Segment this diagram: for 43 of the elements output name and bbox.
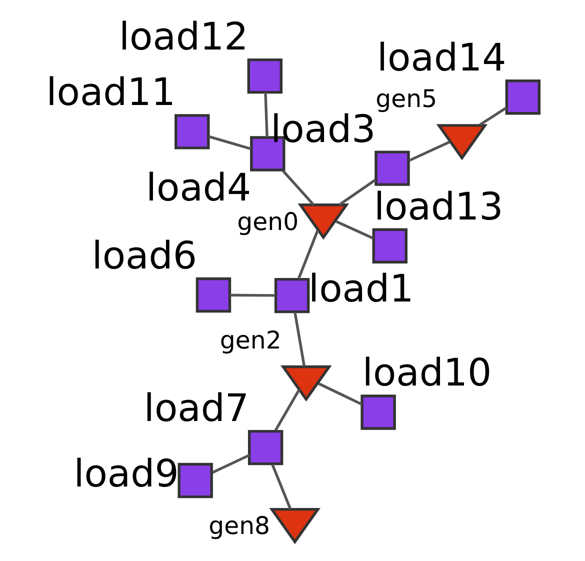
node-label: gen2 bbox=[220, 325, 282, 354]
connector bbox=[338, 178, 376, 206]
node-label: load12 bbox=[119, 14, 248, 59]
node-label: gen0 bbox=[237, 206, 299, 236]
connector bbox=[208, 135, 252, 150]
node-box bbox=[247, 58, 283, 94]
connector bbox=[212, 454, 250, 474]
node-box bbox=[505, 79, 541, 115]
connector bbox=[318, 382, 362, 406]
node-box bbox=[274, 278, 310, 314]
node-label: load10 bbox=[362, 350, 492, 395]
node-label: gen8 bbox=[208, 511, 270, 540]
node-triangle bbox=[269, 508, 321, 544]
connector bbox=[271, 464, 292, 510]
node-triangle bbox=[436, 124, 488, 160]
node-triangle bbox=[280, 365, 332, 402]
node-box bbox=[178, 462, 213, 498]
node-label: load7 bbox=[144, 386, 250, 430]
node-label: load1 bbox=[308, 266, 414, 311]
node-label: load3 bbox=[270, 106, 376, 151]
connector bbox=[297, 230, 319, 280]
node-label: load9 bbox=[74, 451, 179, 496]
connector bbox=[294, 312, 306, 366]
node-label: load6 bbox=[92, 233, 197, 278]
connector bbox=[264, 92, 268, 138]
node-box bbox=[248, 430, 284, 466]
node-triangle bbox=[298, 204, 350, 240]
connector bbox=[479, 106, 508, 126]
connector bbox=[336, 220, 374, 240]
node-label: load14 bbox=[377, 36, 506, 80]
node-box bbox=[360, 394, 396, 430]
node-box bbox=[196, 277, 232, 313]
node-box bbox=[374, 150, 410, 186]
node-box bbox=[174, 114, 210, 150]
connector bbox=[408, 140, 450, 162]
node-label: gen5 bbox=[376, 84, 438, 114]
connector bbox=[274, 389, 300, 432]
node-label: load11 bbox=[46, 70, 176, 114]
node-box bbox=[372, 228, 408, 264]
connector bbox=[282, 170, 315, 206]
node-label: load4 bbox=[146, 165, 252, 210]
node-label: load13 bbox=[374, 184, 504, 228]
connector bbox=[230, 294, 276, 297]
